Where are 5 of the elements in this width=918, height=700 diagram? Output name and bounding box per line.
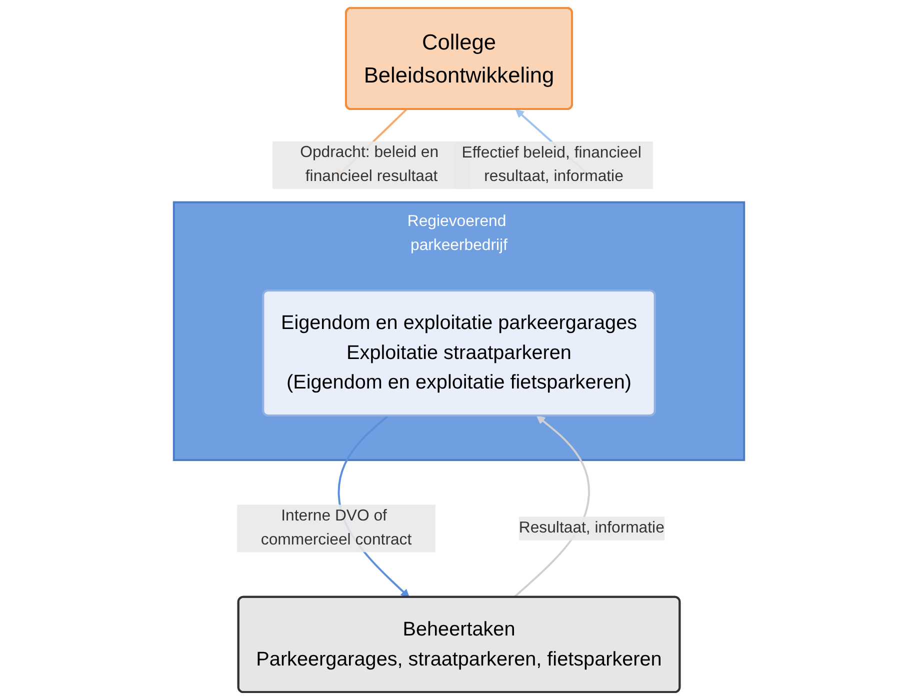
edge-label: Resultaat, informatie <box>518 520 664 536</box>
edge-label: Interne DVO of commercieel contract <box>260 508 412 548</box>
arrow <box>513 416 590 598</box>
edge-label: Opdracht: beleid en financieel resultaat <box>300 144 439 185</box>
edge-label: Effectief beleid, financieel resultaat, informatie <box>462 144 642 186</box>
